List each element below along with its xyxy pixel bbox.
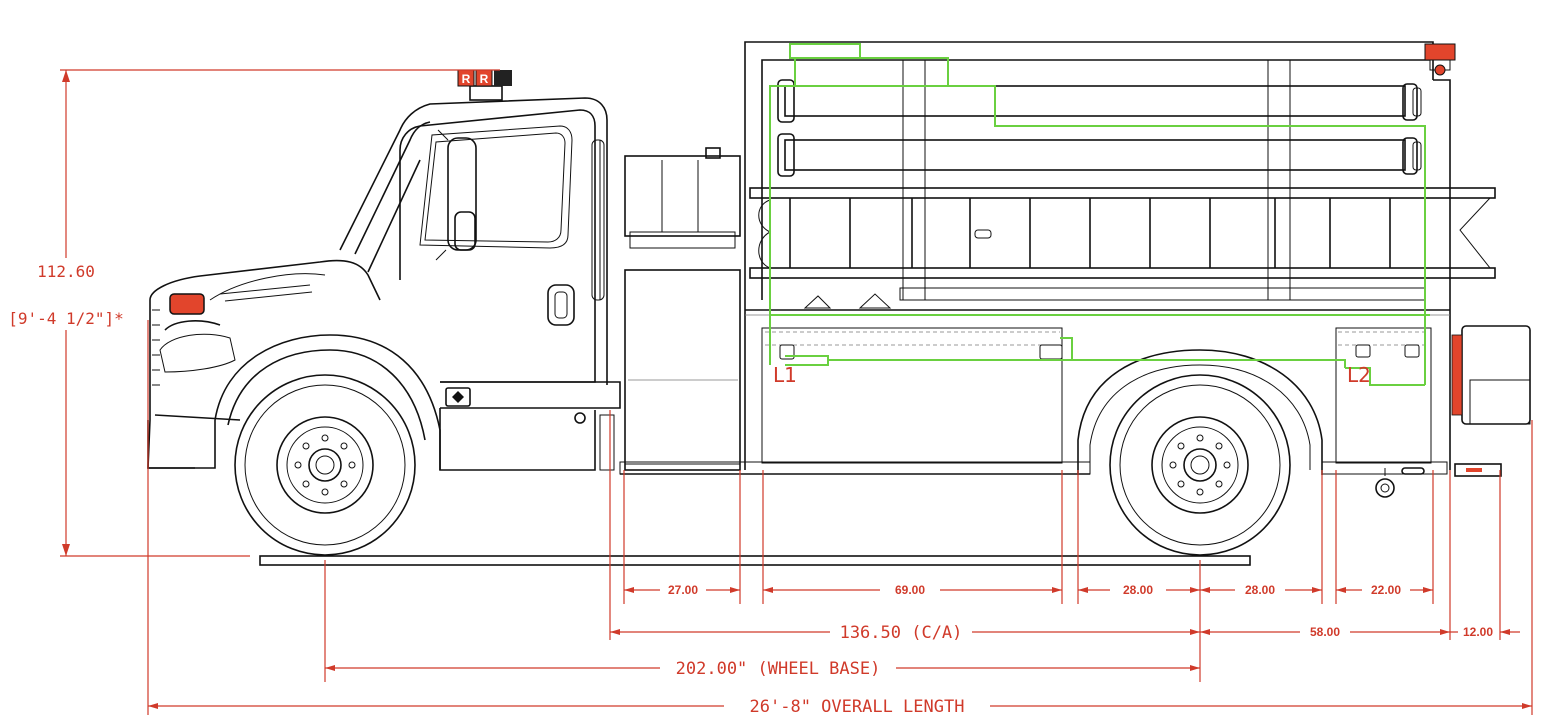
ground-line xyxy=(259,555,1251,566)
wheel-base-dim: 202.00" (WHEEL BASE) xyxy=(676,659,881,679)
rear-wheel xyxy=(1109,374,1291,556)
overall-height-dim: 112.60 xyxy=(37,262,95,281)
cab-badge xyxy=(445,387,471,407)
pump-panel xyxy=(624,147,741,471)
seg-dim-69: 69.00 xyxy=(895,583,925,597)
rear-beacon xyxy=(1424,43,1456,61)
hard-suction-hoses xyxy=(777,79,1422,177)
seg-dim-27: 27.00 xyxy=(668,583,698,597)
seg-dim-22: 22.00 xyxy=(1371,583,1401,597)
overall-height-feet-dim: [9'-4 1/2"]* xyxy=(8,309,124,328)
beacon-letter-2: R xyxy=(480,72,489,86)
seg-dim-28b: 28.00 xyxy=(1245,583,1275,597)
front-wheel xyxy=(234,374,416,556)
hose-routing xyxy=(769,43,1430,386)
beacon-letter-1: R xyxy=(462,72,471,86)
light-label-2: L2 xyxy=(1347,363,1371,387)
ground-ladder xyxy=(749,187,1496,279)
rear-overhang-dim: 58.00 xyxy=(1310,625,1340,639)
light-label-1: L1 xyxy=(773,363,797,387)
cab-to-axle-dim: 136.50 (C/A) xyxy=(840,623,963,643)
cab-light-bar: R R xyxy=(457,69,512,101)
rear-step-dim: 12.00 xyxy=(1463,625,1493,639)
seg-dim-28a: 28.00 xyxy=(1123,583,1153,597)
cab xyxy=(147,97,621,471)
door-handle xyxy=(547,284,575,326)
rear-end xyxy=(1375,43,1531,498)
dimension-lines xyxy=(60,69,1533,715)
headlight-amber xyxy=(169,293,205,315)
overall-length-dim: 26'-8" OVERALL LENGTH xyxy=(750,697,965,717)
side-mirror xyxy=(447,137,477,251)
apparatus-body xyxy=(619,41,1451,475)
